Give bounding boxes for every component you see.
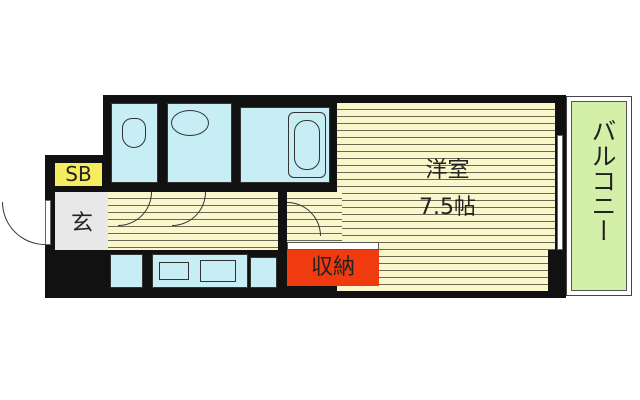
closet-doors[interactable] [287, 242, 379, 250]
washing-machine-space [250, 257, 277, 288]
toilet-icon [122, 118, 146, 148]
front-door[interactable] [2, 202, 45, 245]
western-room-size: 7.5帖 [419, 195, 476, 220]
toilet-room [111, 103, 158, 183]
pillar [548, 250, 562, 292]
bathroom [240, 107, 330, 183]
closet-label: 収納 [310, 255, 355, 280]
front-door-frame [45, 200, 51, 245]
sink-icon [200, 260, 236, 282]
balcony [566, 96, 632, 296]
western-room-name: 洋室 [425, 158, 470, 183]
closet [287, 250, 379, 286]
bathtub-icon [288, 112, 326, 178]
shoe-box-label: SB [65, 162, 92, 186]
washroom [167, 103, 232, 183]
washbasin-icon [171, 110, 209, 136]
entrance [55, 192, 108, 250]
stove-icon [159, 262, 189, 280]
entrance-label: 玄 [70, 211, 93, 236]
balcony-label: バルコニー [588, 118, 617, 243]
kitchen-counter [152, 254, 248, 288]
refrigerator-space [110, 254, 143, 288]
shoe-box [55, 163, 102, 186]
balcony-window[interactable] [557, 135, 563, 250]
